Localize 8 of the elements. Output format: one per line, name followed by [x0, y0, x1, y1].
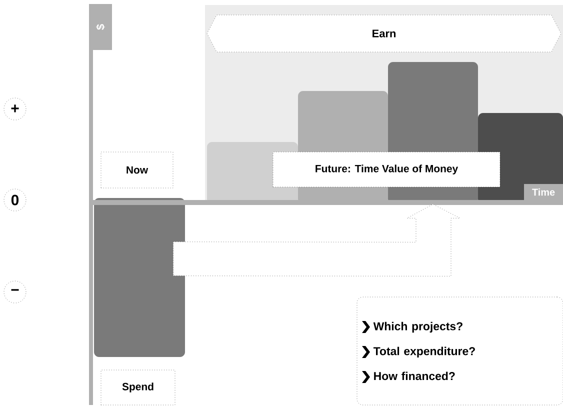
question-box: Which projects? Total expenditure? How financed?	[356, 296, 563, 406]
double-arrow-banner: Earn	[206, 14, 562, 52]
label-box: Future: Time Value of Money	[272, 152, 500, 188]
block-arrow	[173, 204, 460, 276]
axis-tab: $	[89, 4, 112, 50]
label-box: Now	[100, 152, 174, 188]
bar	[94, 198, 185, 357]
label-box: Spend	[100, 370, 176, 406]
